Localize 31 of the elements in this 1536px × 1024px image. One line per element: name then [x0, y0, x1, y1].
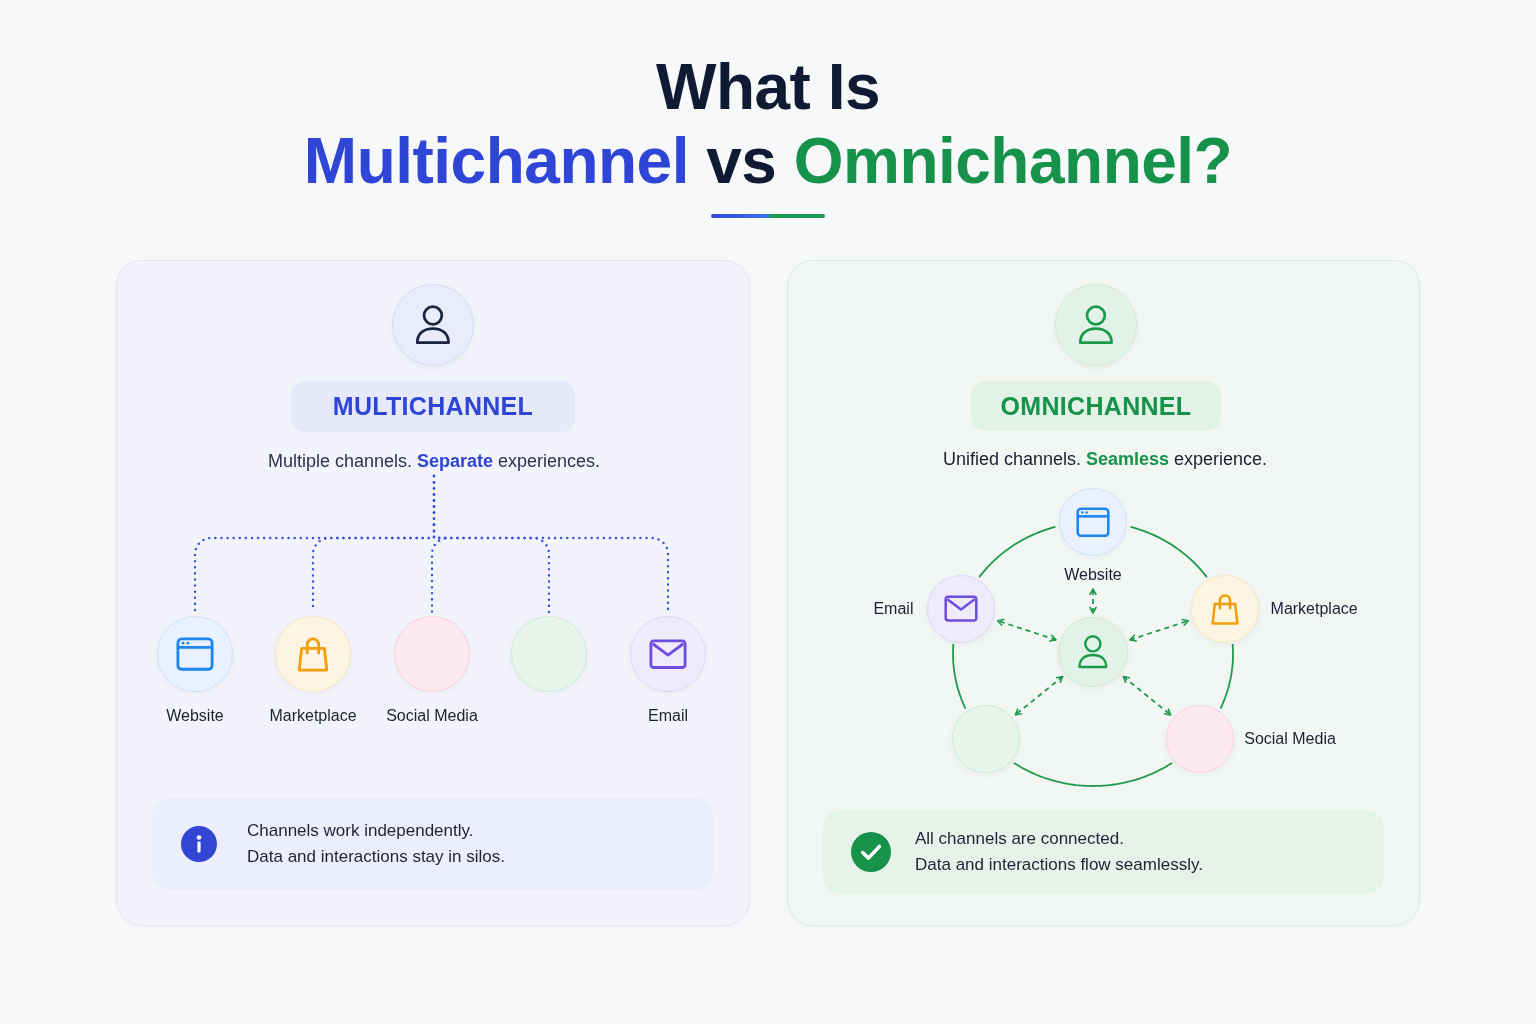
double-arrow: [1089, 588, 1097, 614]
channel-label: Social Media: [386, 706, 478, 726]
double-arrow: [996, 618, 1057, 642]
panel-card: [116, 260, 750, 926]
note-card: [152, 798, 713, 890]
connector-line: [978, 525, 1057, 579]
connector-line: [1219, 642, 1234, 710]
section-heading: OMNICHANNEL: [971, 381, 1221, 431]
channel-label: Marketplace: [269, 706, 357, 726]
note-text: Data and interactions stay in silos.: [247, 846, 505, 868]
double-arrow: [1122, 675, 1172, 716]
channel-label: Website: [166, 706, 224, 726]
channel-label: Email: [873, 598, 914, 619]
subtitle: Unified channels. Seamless experience.: [942, 448, 1268, 470]
note-card: [823, 810, 1384, 894]
channel-label: Marketplace: [1270, 598, 1358, 619]
section-heading: MULTICHANNEL: [291, 381, 575, 432]
channel-label: Website: [1064, 565, 1122, 585]
channel-label: Social Media: [1244, 728, 1336, 749]
note-text: All channels are connected.: [915, 828, 1124, 850]
double-arrow: [1129, 618, 1190, 642]
note-text: Channels work independently.: [247, 820, 474, 842]
title: What Is Multichannel vs Omnichannel?: [303, 50, 1233, 198]
panel-card: [787, 260, 1420, 926]
note-text: Data and interactions flow seamlessly.: [915, 854, 1203, 876]
subtitle: Multiple channels. Separate experiences.: [267, 450, 601, 472]
connector-line: [952, 642, 967, 710]
connector-line: [1129, 525, 1208, 579]
channel-label: Email: [648, 706, 688, 726]
double-arrow: [1014, 675, 1064, 716]
connector-line: [1013, 762, 1173, 787]
